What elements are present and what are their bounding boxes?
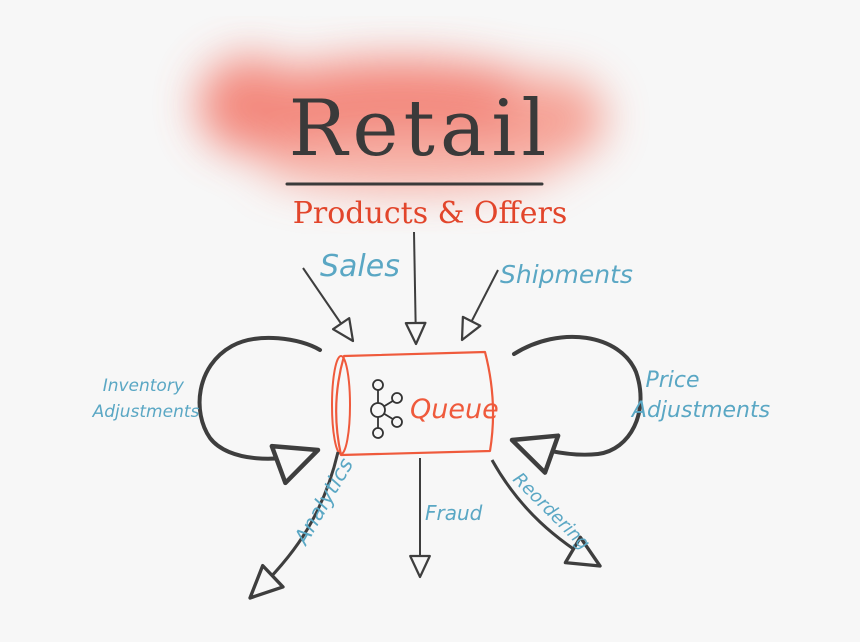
loop-left-label-line1: Inventory: [103, 376, 185, 396]
subtitle-text: Products & Offers: [293, 196, 568, 231]
output-label-analytics: Analytics: [289, 454, 358, 550]
output-label-reordering: Reordering: [508, 469, 593, 554]
input-label-shipments: Shipments: [500, 260, 633, 289]
input-label-sales: Sales: [320, 249, 400, 284]
queue-label: Queue: [410, 394, 499, 425]
loop-right-label-line2: Adjustments: [630, 398, 770, 423]
loop-left-label: Inventory Adjustments: [92, 376, 200, 422]
arrow-sales-to-queue: [302, 267, 355, 343]
loop-right-label: Price Adjustments: [630, 368, 770, 423]
output-label-fraud: Fraud: [425, 501, 483, 525]
title-text: Retail: [289, 84, 552, 174]
loop-right-arrow: [509, 334, 643, 475]
loop-right-label-line1: Price: [645, 368, 699, 393]
arrow-queue-to-reordering: [490, 459, 602, 568]
queue-node: [331, 350, 495, 457]
kafka-logo-icon: [370, 379, 403, 439]
arrow-products-to-queue: [404, 231, 427, 346]
loop-left-arrow: [197, 335, 322, 486]
loop-left-label-line2: Adjustments: [92, 402, 200, 422]
arrow-queue-to-analytics: [248, 451, 340, 600]
arrow-shipments-to-queue: [460, 269, 499, 342]
title-glow: [198, 57, 605, 193]
